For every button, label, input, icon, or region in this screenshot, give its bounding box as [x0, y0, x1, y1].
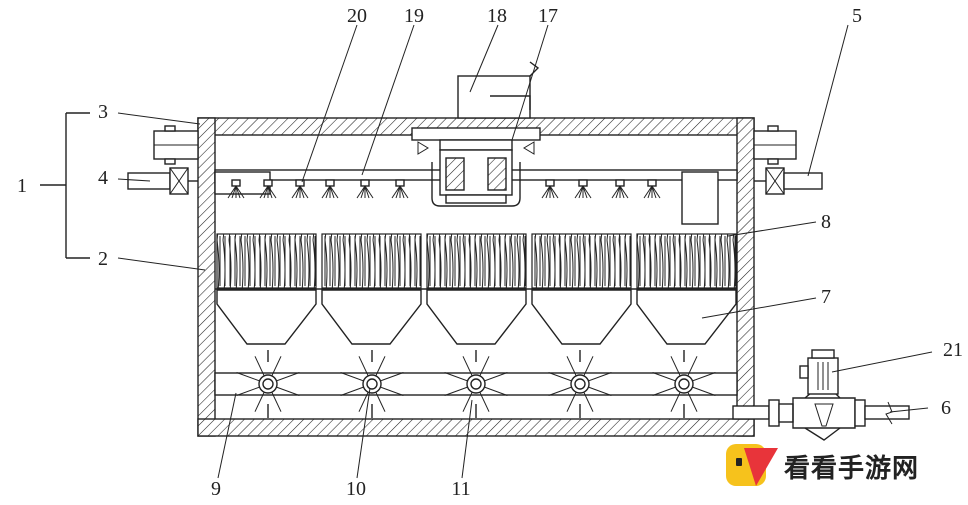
nozzle: [541, 179, 559, 199]
tank-left-wall: [197, 117, 216, 437]
callout-4: 4: [98, 167, 108, 189]
callout-10: 10: [346, 478, 366, 500]
tank-bottom-wall: [197, 418, 755, 437]
callout-3: 3: [98, 101, 108, 123]
pump-outlet-pipe: [864, 405, 910, 420]
pump-body: [792, 397, 856, 429]
flanges: [153, 125, 797, 165]
bracket-1: [40, 112, 90, 259]
callout-11: 11: [451, 478, 470, 500]
callout-7: 7: [821, 286, 831, 308]
nozzle: [574, 179, 592, 199]
callout-17: 17: [538, 5, 558, 27]
nozzle: [643, 179, 661, 199]
callout-6: 6: [941, 397, 951, 419]
nozzle: [321, 179, 339, 199]
leader-lines: [117, 24, 933, 479]
filter-coils: [216, 233, 737, 289]
nozzle: [611, 179, 629, 199]
hopper: [321, 289, 422, 345]
hopper: [636, 289, 737, 345]
callout-2: 2: [98, 248, 108, 270]
outlet-assembly: [732, 349, 910, 441]
callout-9: 9: [211, 478, 221, 500]
outlet-valve: [768, 399, 780, 427]
left-spray-block: [214, 171, 271, 195]
motor-plate: [439, 139, 513, 151]
filter-coil: [321, 233, 422, 289]
hopper: [426, 289, 527, 345]
callout-21: 21: [943, 339, 963, 361]
watermark-logo-icon: [726, 444, 778, 486]
callout-1: 1: [17, 175, 27, 197]
nozzle: [391, 179, 409, 199]
motor-housing: [457, 75, 531, 119]
outlet-pipe: [732, 405, 770, 420]
nozzle: [259, 179, 277, 199]
impellers: [236, 350, 716, 418]
impeller: [548, 350, 612, 418]
tank-right-wall: [736, 117, 755, 437]
right-pipe: [783, 172, 823, 190]
impeller: [236, 350, 300, 418]
filter-coil: [426, 233, 527, 289]
watermark: 看看手游网: [722, 440, 962, 492]
callout-labels: 1 2 3 4 5 6 7 8 9 10 11 17 18 19 20 21: [17, 5, 963, 500]
filter-coil: [636, 233, 737, 289]
impeller: [652, 350, 716, 418]
nozzle: [227, 179, 245, 199]
callout-8: 8: [821, 211, 831, 233]
right-spray-block: [681, 171, 719, 225]
hopper: [531, 289, 632, 345]
filter-coil: [216, 233, 317, 289]
drive-assembly: [411, 61, 541, 207]
tank: [197, 117, 755, 437]
callout-19: 19: [404, 5, 424, 27]
nozzle: [356, 179, 374, 199]
gear-box: [431, 162, 521, 207]
watermark-text: 看看手游网: [784, 453, 920, 484]
impeller: [444, 350, 508, 418]
callout-5: 5: [852, 5, 862, 27]
filter-coil: [531, 233, 632, 289]
nozzle: [291, 179, 309, 199]
callout-20: 20: [347, 5, 367, 27]
hoppers: [216, 289, 737, 345]
nozzles: [227, 179, 661, 199]
callout-18: 18: [487, 5, 507, 27]
agitator-rail: [214, 350, 738, 418]
hopper: [216, 289, 317, 345]
motor-mount: [411, 127, 541, 141]
